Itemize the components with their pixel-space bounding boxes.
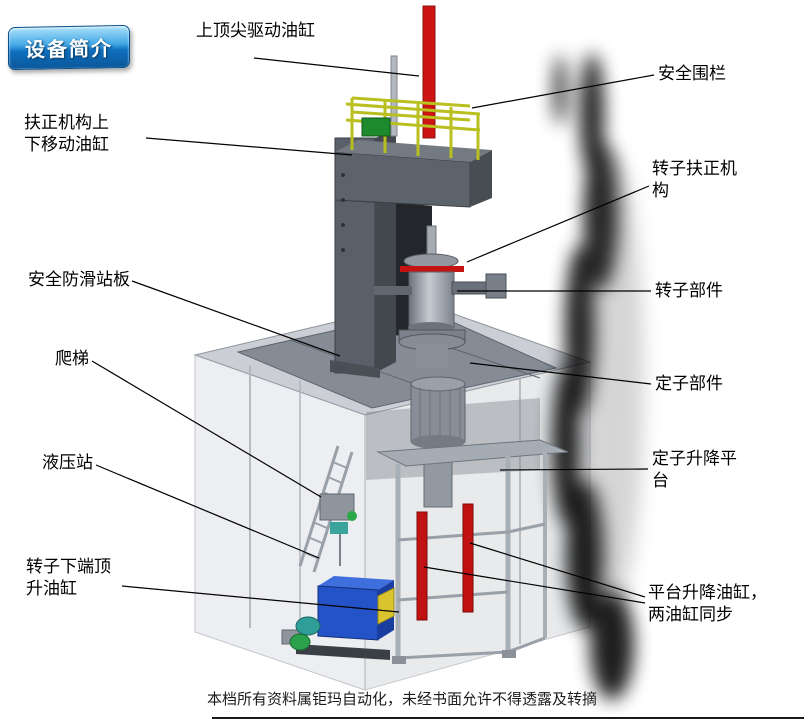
label-stator-part: 定子部件 [655,374,723,393]
leader-centering-mechanism-lift-cylinder [145,137,353,156]
label-rotor-centering-mechanism: 转子扶正机构 [652,159,737,201]
stator-lift-platform-frame [376,439,569,664]
label-hydraulic-station: 液压站 [42,453,93,472]
leader-top-center-drive-cylinder [253,57,420,77]
press-tower [330,130,492,378]
leader-stator-lift-platform [499,468,649,471]
leader-hydraulic-station [95,464,320,559]
leader-rotor-bottom-jack-cylinder [121,585,400,613]
watermark-text: 本档所有资料属钜玛自动化，未经书面允许不得透露及转摘 [206,692,597,708]
label-rotor-bottom-jack-cylinder: 转子下端顶升油缸 [26,557,111,599]
label-top-center-drive-cylinder: 上顶尖驱动油缸 [196,21,315,40]
rotor-assembly [374,225,507,368]
title-badge: 设备简介 [8,24,130,71]
leader-ladder [91,360,322,498]
platform-lift-cylinders [416,503,474,621]
hydraulic-station-unit [281,576,395,660]
label-anti-slip-standing-plate: 安全防滑站板 [28,270,130,289]
leader-anti-slip-standing-plate [131,280,341,357]
leader-lines [91,57,655,613]
label-platform-lift-cylinders: 平台升降油缸，两油缸同步 [648,583,767,625]
label-rotor-part: 转子部件 [655,281,723,300]
leader-stator-part [469,362,652,385]
leader-platform-lift-cylinder-1 [469,542,646,598]
bottom-rule [212,717,804,719]
top-drive-cylinder [390,5,436,139]
label-ladder: 爬梯 [55,349,89,368]
control-box [361,117,391,137]
label-centering-mechanism-lift-cylinder: 扶正机构上下移动油缸 [24,113,109,155]
leader-platform-lift-cylinder-2 [423,566,646,604]
label-stator-lift-platform: 定子升降平台 [652,449,737,491]
misc-equipment [319,493,357,566]
leader-rotor-centering-mechanism [466,185,650,263]
leader-safety-fence [471,74,655,109]
label-safety-fence: 安全围栏 [658,64,726,83]
